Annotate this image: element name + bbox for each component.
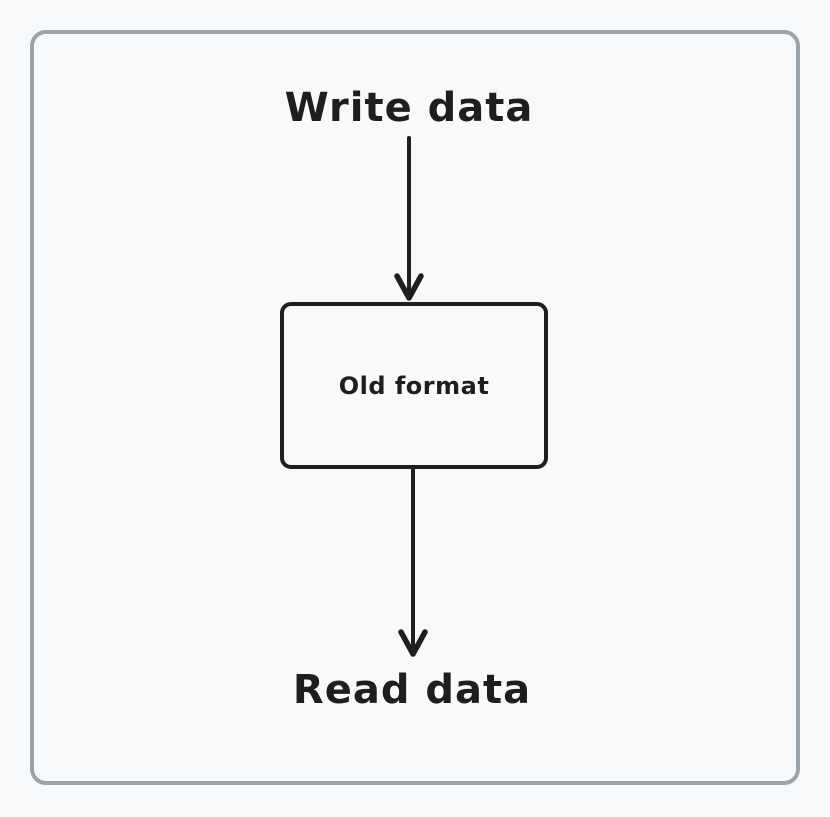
old-format-box: Old format [280,302,548,469]
arrow-head [398,629,428,657]
old-format-label: Old format [338,371,490,400]
write-data-label: Write data [284,85,534,131]
arrow-down-icon [398,468,428,657]
frame-border [30,30,800,785]
read-data-label: Read data [292,667,532,713]
arrow-down-icon [394,136,424,301]
arrow-head [394,273,424,301]
